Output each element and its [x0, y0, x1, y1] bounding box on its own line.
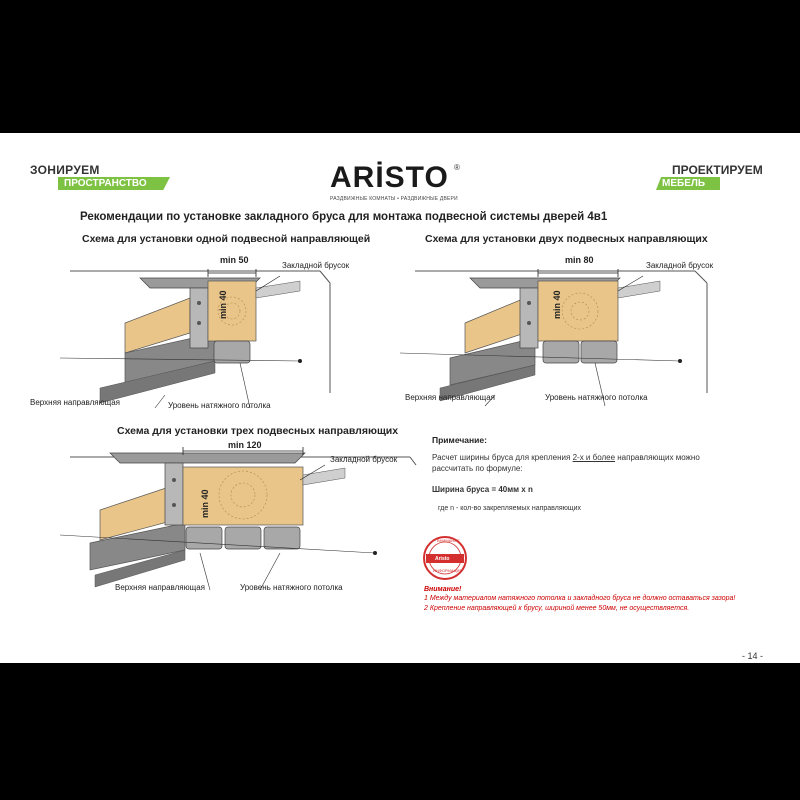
header-left-title: ЗОНИРУЕМ: [30, 163, 100, 177]
diagram-3-rail-label: Верхняя направляющая: [115, 583, 205, 592]
diagram-2-illustration: [399, 269, 708, 407]
diagram-1-ceiling-label: Уровень натяжного потолка: [168, 401, 271, 410]
note-heading: Примечание:: [432, 435, 487, 445]
diagram-1-heading: Схема для установки одной подвесной напр…: [82, 233, 371, 245]
logo-tagline: РАЗДВИЖНЫЕ КОМНАТЫ • РАЗДВИЖНЫЕ ДВЕРИ: [330, 196, 458, 202]
diagram-1-illustration: [59, 269, 331, 409]
diagram-2-heading: Схема для установки двух подвесных напра…: [425, 233, 708, 245]
note-where: где n - кол-во закрепляемых направляющих: [438, 505, 582, 512]
diagram-2-min-height: min 40: [552, 290, 562, 319]
diagram-2-beam-label: Закладной брусок: [646, 261, 714, 270]
diagram-1-beam-label: Закладной брусок: [282, 261, 350, 270]
note-line-2: рассчитать по формуле:: [432, 464, 523, 473]
header-left-tag: ПРОСТРАНСТВО: [58, 177, 170, 190]
diagram-3-min-height: min 40: [200, 489, 210, 518]
diagram-3-min-width: min 120: [228, 440, 262, 450]
diagram-2-min-width: min 80: [565, 255, 594, 265]
logo-registered-mark: ®: [454, 163, 460, 172]
header-right-tag: МЕБЕЛЬ: [656, 177, 720, 190]
diagram-1-min-height: min 40: [218, 290, 228, 319]
header-right-title: ПРОЕКТИРУЕМ: [672, 163, 763, 177]
catalog-page: ЗОНИРУЕМ ПРОСТРАНСТВО ПРОЕКТИРУЕМ МЕБЕЛЬ…: [0, 133, 800, 663]
page-title: Рекомендации по установке закладного бру…: [80, 211, 608, 223]
stamp-top-text: ВНИМАНИЕ: [437, 538, 460, 543]
diagram-3-illustration: [59, 447, 417, 591]
note-line-1: Расчет ширины бруса для крепления 2-х и …: [432, 453, 700, 462]
stamp-bottom-text: ИНФОРМАЦИЯ: [433, 568, 463, 573]
diagram-2-rail-label: Верхняя направляющая: [405, 393, 495, 402]
warning-stamp-icon: [423, 536, 467, 580]
stamp-center-text: Aristo: [435, 556, 450, 562]
diagram-1-rail-label: Верхняя направляющая: [30, 398, 120, 407]
page-number: - 14 -: [742, 651, 764, 661]
note-formula: Ширина бруса = 40мм х n: [432, 485, 533, 494]
diagram-3-heading: Схема для установки трех подвесных напра…: [117, 425, 399, 437]
warning-item-2: 2 Крепление направляющей к брусу, ширино…: [424, 605, 690, 612]
diagram-3-beam-label: Закладной брусок: [330, 455, 398, 464]
warning-item-1: 1 Между материалом натяжного потолка и з…: [424, 595, 736, 602]
diagram-1-min-width: min 50: [220, 255, 249, 265]
diagram-3-ceiling-label: Уровень натяжного потолка: [240, 583, 343, 592]
aristo-logo: ARİSTO: [330, 161, 449, 194]
diagram-2-ceiling-label: Уровень натяжного потолка: [545, 393, 648, 402]
warning-heading: Внимание!: [424, 586, 462, 593]
